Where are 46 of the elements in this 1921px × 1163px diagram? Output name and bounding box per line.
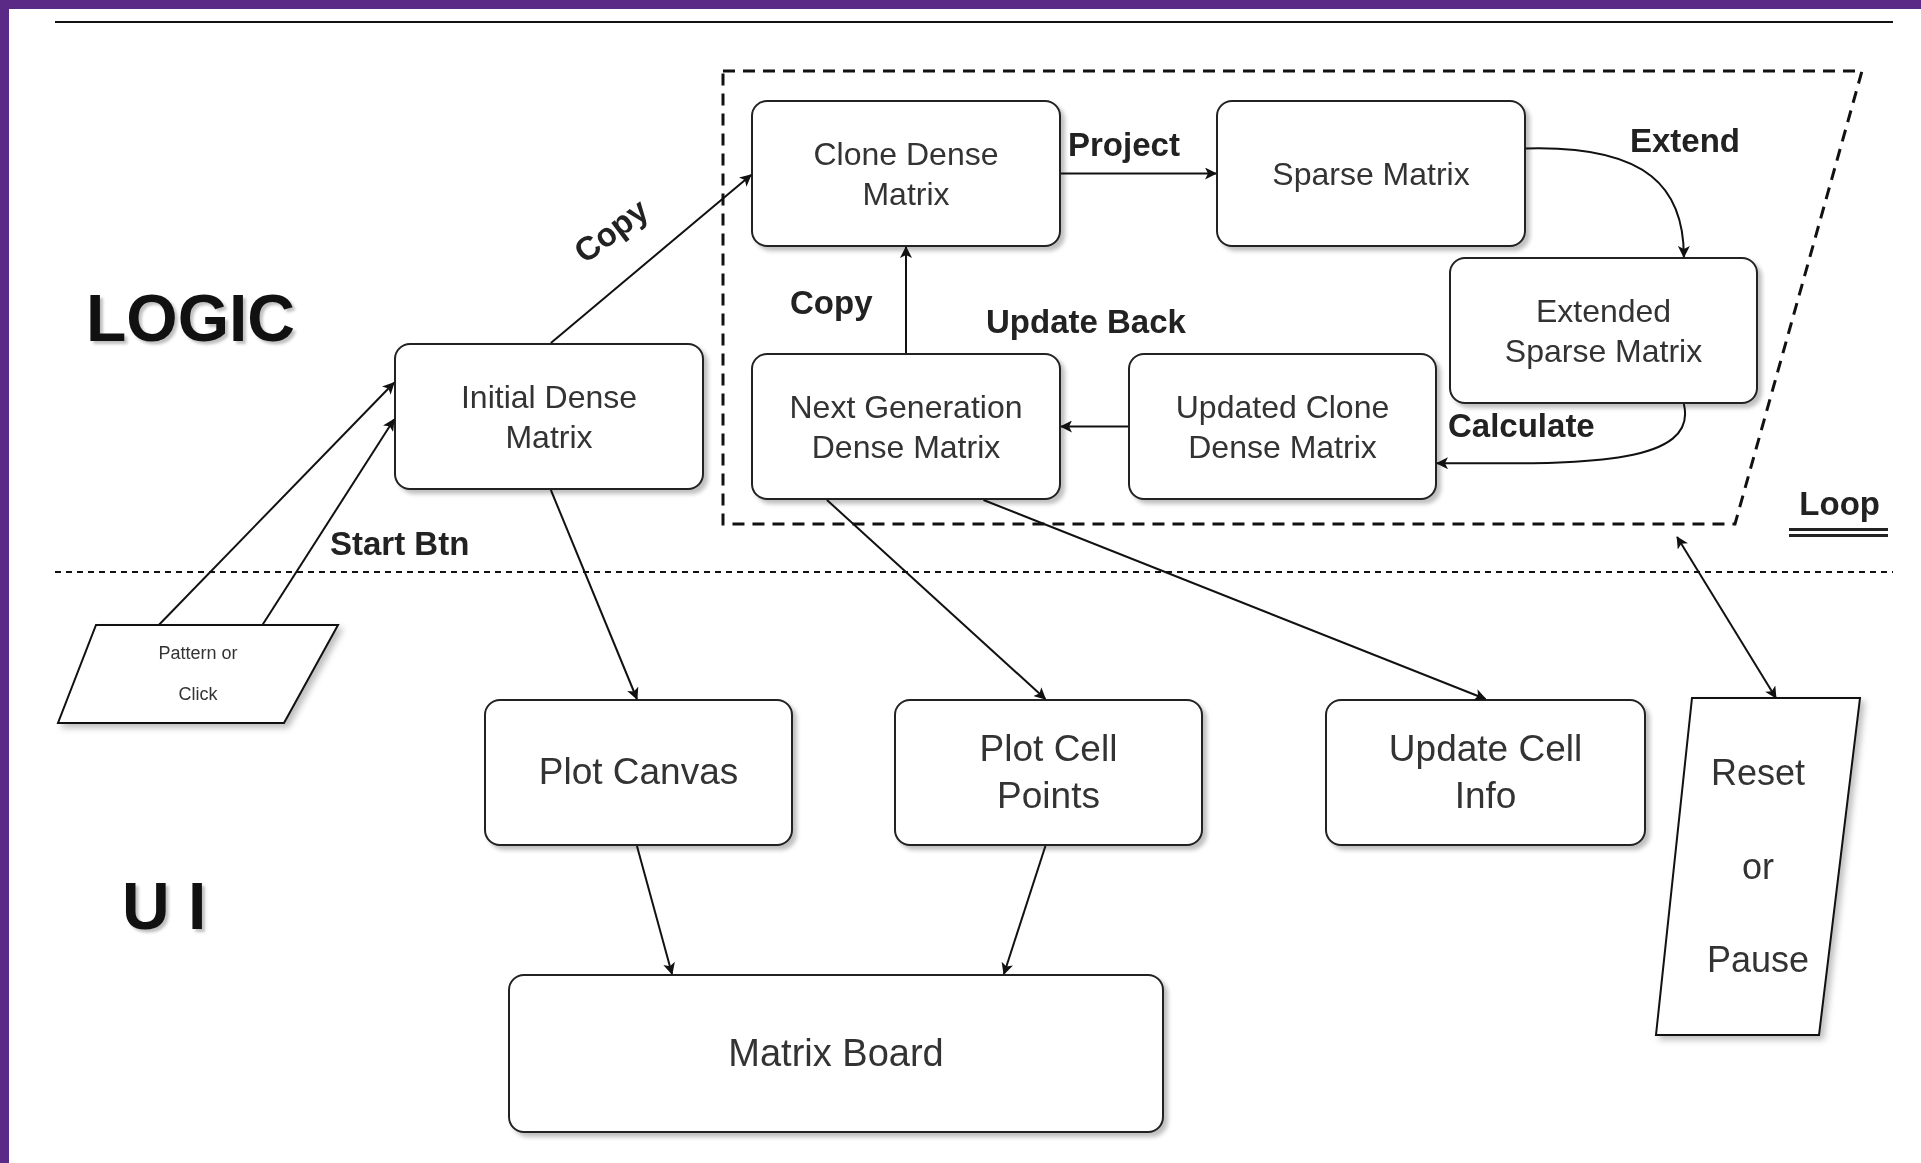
process-box	[1128, 353, 1437, 500]
arrow	[635, 845, 675, 975]
section-label: LOGIC	[86, 280, 295, 356]
arrow	[900, 246, 912, 354]
box-label: Plot Canvas	[537, 750, 740, 795]
arrow	[157, 381, 395, 626]
process-box	[394, 343, 704, 490]
edge-label: Copy	[790, 284, 873, 322]
arrow	[1060, 167, 1217, 180]
process-box	[751, 353, 1061, 500]
edge-label: Calculate	[1448, 407, 1595, 445]
box-label: Clone Dense Matrix	[812, 134, 1000, 214]
edge-label: Update Back	[986, 303, 1186, 341]
process-box	[1449, 257, 1758, 404]
loop-label: Loop	[1789, 482, 1888, 537]
input-parallelogram	[1656, 698, 1860, 1035]
box-label: Plot Cell Points	[978, 727, 1119, 818]
box-label: Initial Dense Matrix	[459, 377, 639, 457]
edge-label: Start Btn	[330, 525, 470, 563]
arrow	[1060, 420, 1129, 433]
box-label: Update Cell Info	[1387, 727, 1584, 818]
process-box	[751, 100, 1061, 247]
input-parallelogram	[58, 625, 338, 723]
process-box	[508, 974, 1164, 1133]
arrow	[1676, 536, 1777, 699]
arrow	[1001, 845, 1047, 975]
edge-label: Project	[1068, 126, 1180, 164]
process-box	[1325, 699, 1646, 846]
process-box	[1216, 100, 1526, 247]
arrow	[549, 173, 752, 344]
section-label: U I	[122, 868, 207, 944]
loop-frame	[723, 71, 1888, 537]
process-box	[484, 699, 793, 846]
arrow	[549, 489, 639, 700]
box-label: Extended Sparse Matrix	[1503, 291, 1704, 371]
process-box	[894, 699, 1203, 846]
box-label: Sparse Matrix	[1271, 154, 1471, 194]
arrow	[1436, 403, 1686, 470]
box-label: Updated Clone Dense Matrix	[1174, 387, 1391, 467]
box-label: Next Generation Dense Matrix	[788, 387, 1024, 467]
edge-label: Extend	[1630, 122, 1741, 160]
box-label: Pattern or Click	[157, 641, 239, 706]
box-label: Matrix Board	[727, 1030, 945, 1076]
box-label: Reset or Pause	[1705, 751, 1811, 983]
arrow	[261, 418, 395, 626]
arrow	[1525, 147, 1690, 258]
